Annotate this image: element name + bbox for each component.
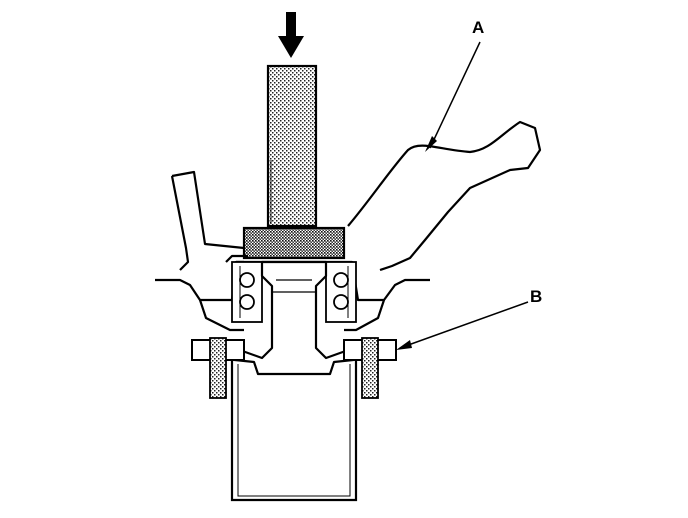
driver-plate — [242, 226, 346, 260]
wheel-stud-left — [209, 337, 227, 399]
press-shaft — [266, 64, 318, 228]
support-cylinder — [230, 360, 358, 502]
callout-a-leader — [425, 41, 481, 152]
callout-b-leader — [396, 301, 529, 350]
callout-a-label: A — [472, 18, 485, 37]
wheel-bearing — [231, 261, 357, 323]
callout-b-label: B — [530, 287, 543, 306]
wheel-stud-right — [361, 337, 379, 399]
press-direction-arrow — [278, 12, 304, 58]
hub — [214, 260, 374, 376]
